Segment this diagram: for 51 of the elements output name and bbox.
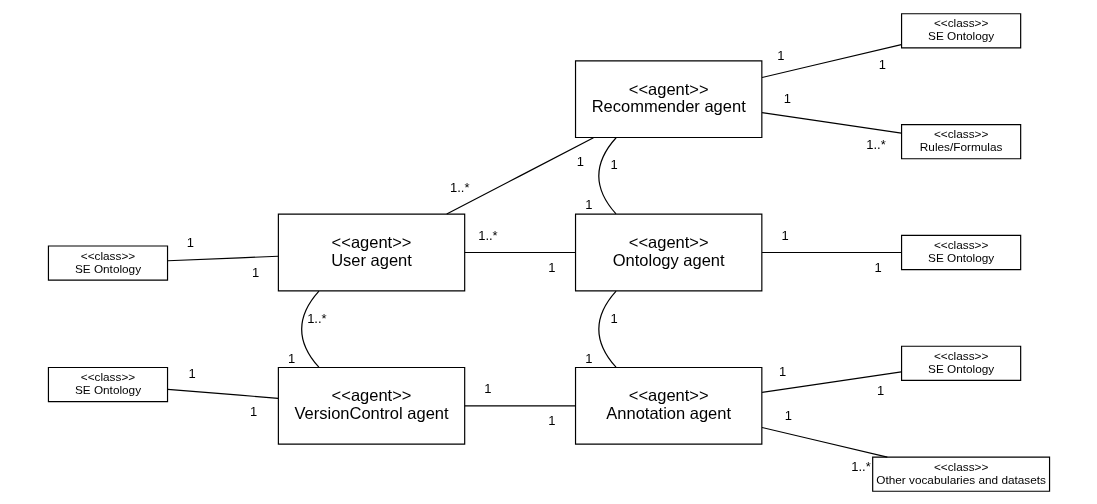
label: 1 <box>287 350 295 366</box>
label: 1..* <box>449 179 470 195</box>
connector <box>760 370 902 393</box>
label: 1..* <box>477 227 498 243</box>
node-box: <<agent>> VersionControl agent <box>277 366 465 445</box>
connector <box>760 111 902 134</box>
label: 1 <box>584 196 592 212</box>
connector <box>760 251 902 253</box>
label: 1 <box>584 350 592 366</box>
label: 1 <box>783 90 791 106</box>
label: 1 <box>547 412 556 428</box>
node-box: <<class>> Rules/Formulas <box>900 123 1021 159</box>
connector <box>463 404 576 406</box>
node-box: <<class>> SE Ontology <box>900 345 1021 381</box>
label: 1 <box>188 365 196 381</box>
label: 1 <box>781 227 789 243</box>
connector <box>597 289 617 368</box>
node-box: <<agent>> Ontology agent <box>574 213 762 291</box>
connector <box>760 43 902 78</box>
node-box: <<agent>> User agent <box>277 213 465 291</box>
label: 1 <box>576 153 584 169</box>
connector <box>463 251 576 253</box>
label: 1..* <box>865 136 886 152</box>
label: 1..* <box>306 310 327 326</box>
label: 1 <box>249 403 257 419</box>
connector <box>300 289 320 368</box>
label: 1 <box>609 156 618 172</box>
label: 1 <box>878 56 886 72</box>
connector <box>445 136 594 215</box>
node-box: <<class>> Other vocabularies and datasets <box>871 456 1050 492</box>
connector <box>597 136 617 214</box>
node-box: <<agent>> Annotation agent <box>574 366 762 445</box>
label: 1..* <box>850 458 871 474</box>
label: 1 <box>776 47 784 63</box>
node-box: <<class>> SE Ontology <box>47 244 168 281</box>
label: 1 <box>251 264 259 280</box>
label: 1 <box>547 259 556 275</box>
label: 1 <box>778 363 786 379</box>
node-box: <<agent>> Recommender agent <box>574 59 762 138</box>
label: 1 <box>876 382 884 398</box>
connector <box>166 255 279 261</box>
label: 1 <box>483 380 492 396</box>
label: 1 <box>609 310 618 326</box>
connector <box>166 388 279 399</box>
connector <box>760 426 888 458</box>
node-box: <<class>> SE Ontology <box>900 12 1021 48</box>
label: 1 <box>874 259 882 275</box>
node-box: <<class>> SE Ontology <box>900 234 1021 270</box>
label: 1 <box>186 234 194 250</box>
label: 1 <box>784 407 792 423</box>
node-box: <<class>> SE Ontology <box>47 366 168 402</box>
